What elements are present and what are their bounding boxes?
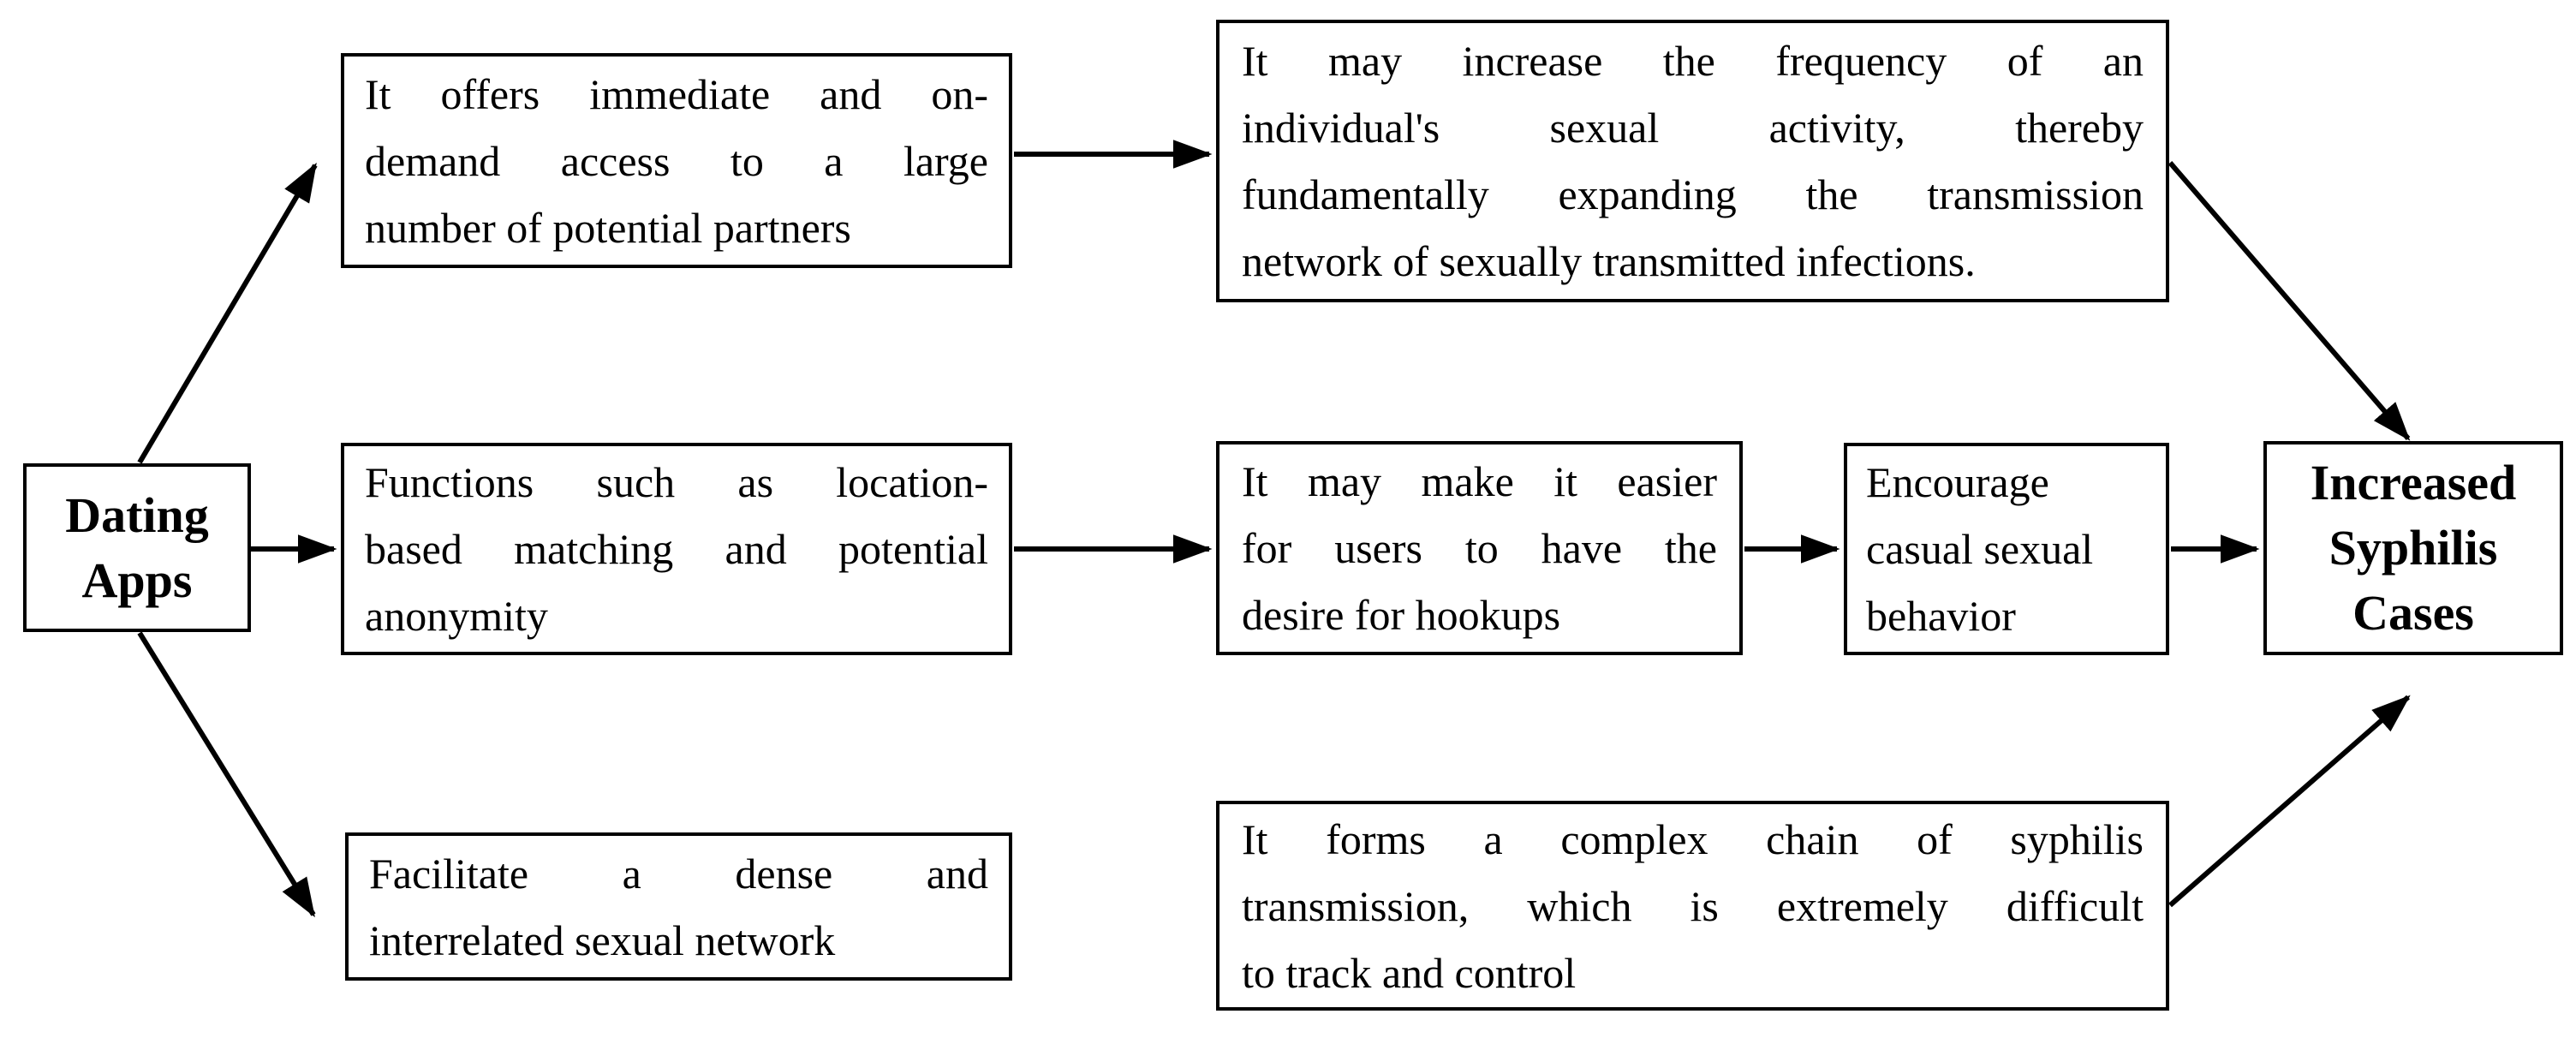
node-text-line: number of potential partners [365,203,851,252]
node-text-line: Apps [81,552,193,608]
node-text-line: interrelated sexual network [369,916,836,964]
node-text-line: Increased [2310,455,2517,510]
node-text-line: casual sexual [1866,525,2094,573]
arrow-frequency-to-increased [2168,161,2411,441]
arrow-dating-to-offers [137,162,318,464]
node-dense-network: Facilitate a dense and interrelated sexua… [345,832,1012,981]
node-location-functions: Functions such as location-based matchin… [341,443,1012,655]
node-text-line: transmission, which is extremely difficu… [1242,881,2144,930]
node-text-line: Encourage [1866,458,2049,506]
arrow-chain-to-increased [2168,695,2411,908]
node-text-line: demand access to a large [365,136,988,185]
node-text-line: desire for hookups [1242,591,1561,639]
node-text-line: based matching and potential [365,525,988,573]
node-text-line: Syphilis [2329,520,2498,576]
node-text-line: anonymity [365,592,548,640]
node-text-line: Cases [2352,585,2474,641]
node-text-line: It forms a complex chain of syphilis [1242,814,2144,863]
node-increase-frequency: It may increase the frequency of an indiv… [1216,20,2169,302]
node-text-line: fundamentally expanding the transmission [1242,170,2144,218]
node-text-line: It may make it easier [1242,457,1717,505]
node-transmission-chain: It forms a complex chain of syphilis tran… [1216,801,2169,1011]
node-text-line: It may increase the frequency of an [1242,37,2144,85]
node-text-line: Dating [65,486,209,543]
node-encourage-casual: Encourage casual sexual behavior [1844,443,2169,655]
node-text-line: for users to have the [1242,524,1717,572]
node-text-line: behavior [1866,592,2016,640]
node-text-line: individual's sexual activity, thereby [1242,104,2144,152]
node-text-line: Facilitate a dense and [369,849,988,898]
arrow-dating-to-network [137,631,316,918]
node-text-line: Functions such as location- [365,458,988,506]
node-text-line: to track and control [1242,948,1577,997]
node-easier-hookups: It may make it easier for users to have t… [1216,441,1743,655]
node-offers-access: It offers immediate and on-demand access… [341,53,1012,268]
node-text-line: network of sexually transmitted infectio… [1242,237,1976,285]
node-text-line: It offers immediate and on- [365,69,988,118]
